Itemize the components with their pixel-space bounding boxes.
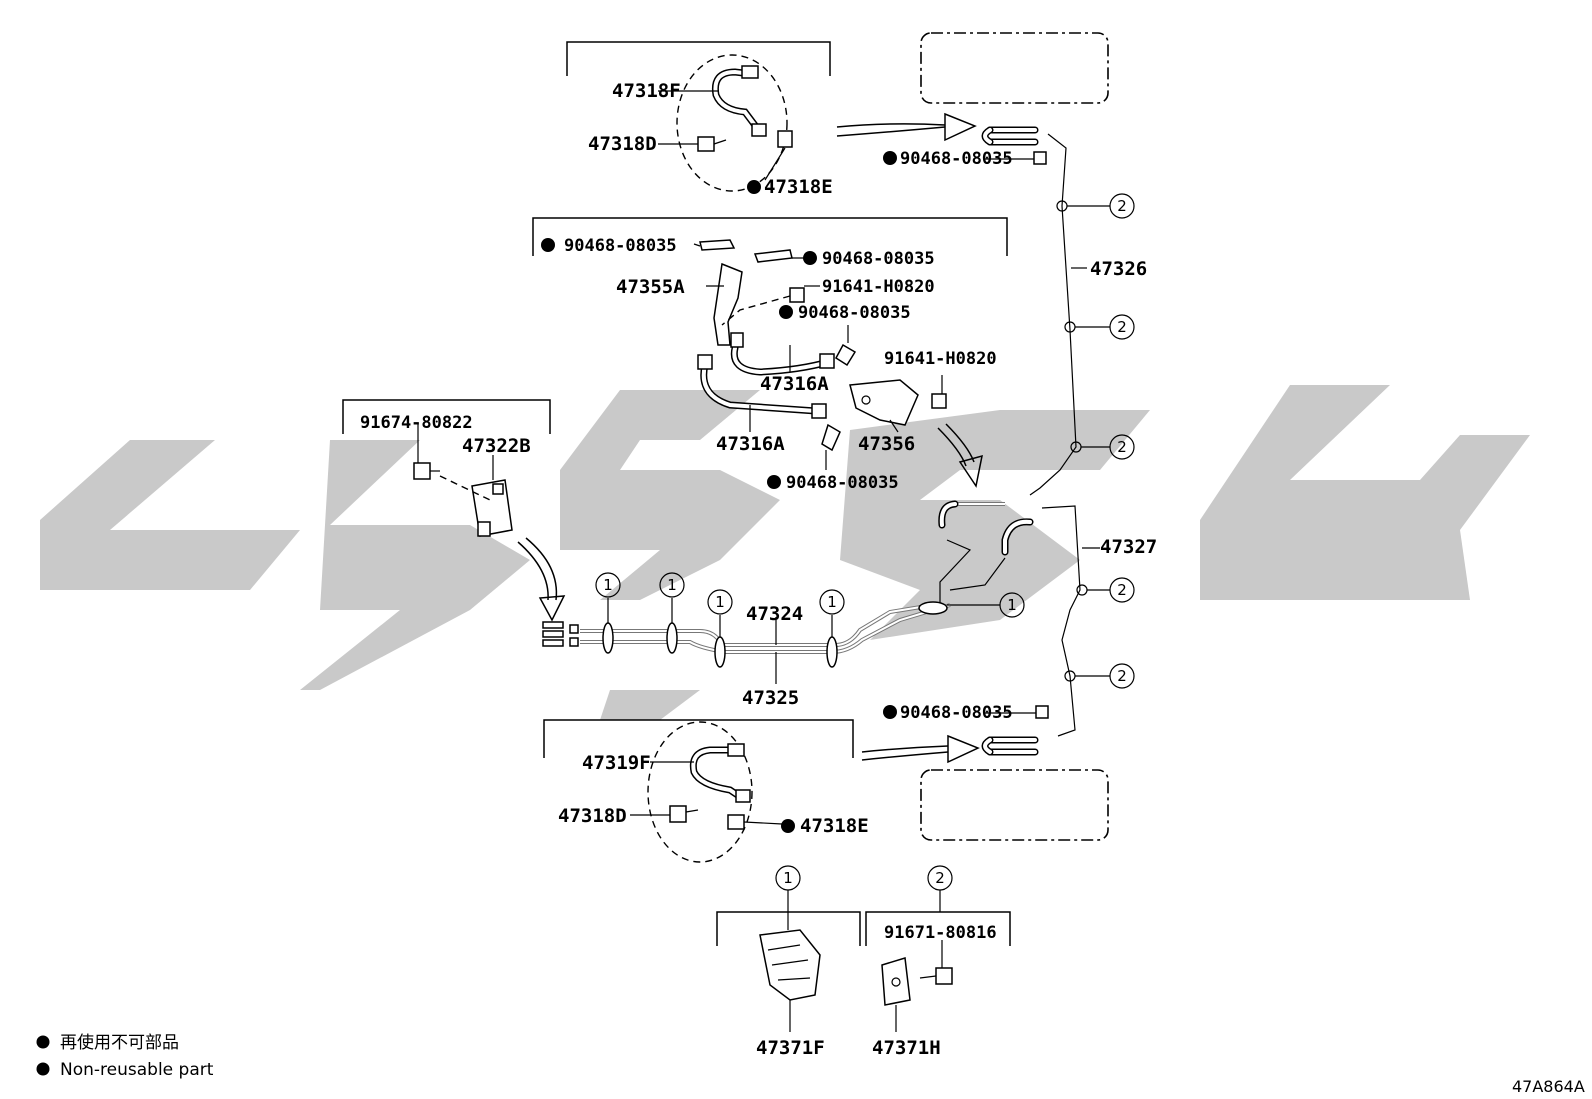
svg-text:1: 1 (603, 576, 613, 594)
label-47322B: 47322B (462, 435, 531, 457)
callouts-two: 2 2 2 2 2 2 (927, 193, 1135, 891)
legend: 再使用不可部品 Non-reusable part (36, 1032, 214, 1080)
label-47355A: 47355A (616, 276, 685, 298)
label-47356: 47356 (858, 433, 915, 455)
label-91641-a: 91641-H0820 (822, 277, 935, 297)
svg-text:2: 2 (1117, 197, 1127, 215)
svg-text:1: 1 (783, 869, 793, 887)
label-47318E-bot: 47318E (800, 815, 869, 837)
rear-hose-assembly (693, 239, 947, 470)
lower-hose-assembly (630, 721, 783, 863)
callouts-one: 1 1 1 1 1 1 (595, 572, 1025, 891)
svg-text:1: 1 (827, 593, 837, 611)
label-47318D-top: 47318D (588, 133, 657, 155)
label-47371F: 47371F (756, 1037, 825, 1059)
watermark-logo (40, 385, 1530, 720)
label-47316A-b: 47316A (716, 433, 785, 455)
part-labels: 47318F 47318D 47318E 90468-08035 47326 9… (360, 80, 1157, 1059)
label-47316A-a: 47316A (760, 373, 829, 395)
label-47324: 47324 (746, 603, 803, 625)
assembly-arrows (517, 112, 983, 764)
label-47318E-top: 47318E (764, 176, 833, 198)
label-47318F: 47318F (612, 80, 681, 102)
svg-text:2: 2 (1117, 438, 1127, 456)
svg-text:2: 2 (935, 869, 945, 887)
label-47327: 47327 (1100, 536, 1157, 558)
label-47325: 47325 (742, 687, 799, 709)
label-90468-d: 90468-08035 (798, 303, 911, 323)
svg-text:2: 2 (1117, 318, 1127, 336)
rear-brake-tubes (938, 126, 1100, 756)
label-91641-b: 91641-H0820 (884, 349, 997, 369)
label-90468-b: 90468-08035 (564, 236, 677, 256)
clamp-assemblies (759, 890, 953, 1032)
reference-box-top (920, 32, 1109, 104)
label-90468-e: 90468-08035 (786, 473, 899, 493)
label-90468-c: 90468-08035 (822, 249, 935, 269)
bracket-47322b-assembly (413, 423, 513, 537)
svg-text:1: 1 (667, 576, 677, 594)
label-47319F: 47319F (582, 752, 651, 774)
non-reusable-markers (541, 151, 897, 833)
label-90468-f: 90468-08035 (900, 703, 1013, 723)
front-brake-tubes (542, 598, 1000, 684)
label-47371H: 47371H (872, 1037, 941, 1059)
front-hose-assembly (658, 54, 793, 192)
label-90468-a: 90468-08035 (900, 149, 1013, 169)
diagram-code: 47A864A (1512, 1077, 1585, 1096)
label-47326: 47326 (1090, 258, 1147, 280)
legend-japanese: 再使用不可部品 (60, 1032, 179, 1053)
reference-box-bottom (920, 769, 1109, 841)
legend-english: Non-reusable part (60, 1060, 214, 1080)
svg-text:1: 1 (1007, 596, 1017, 614)
svg-text:1: 1 (715, 593, 725, 611)
svg-text:2: 2 (1117, 667, 1127, 685)
svg-text:2: 2 (1117, 581, 1127, 599)
label-47318D-bot: 47318D (558, 805, 627, 827)
label-91671: 91671-80816 (884, 923, 997, 943)
label-91674: 91674-80822 (360, 413, 473, 433)
